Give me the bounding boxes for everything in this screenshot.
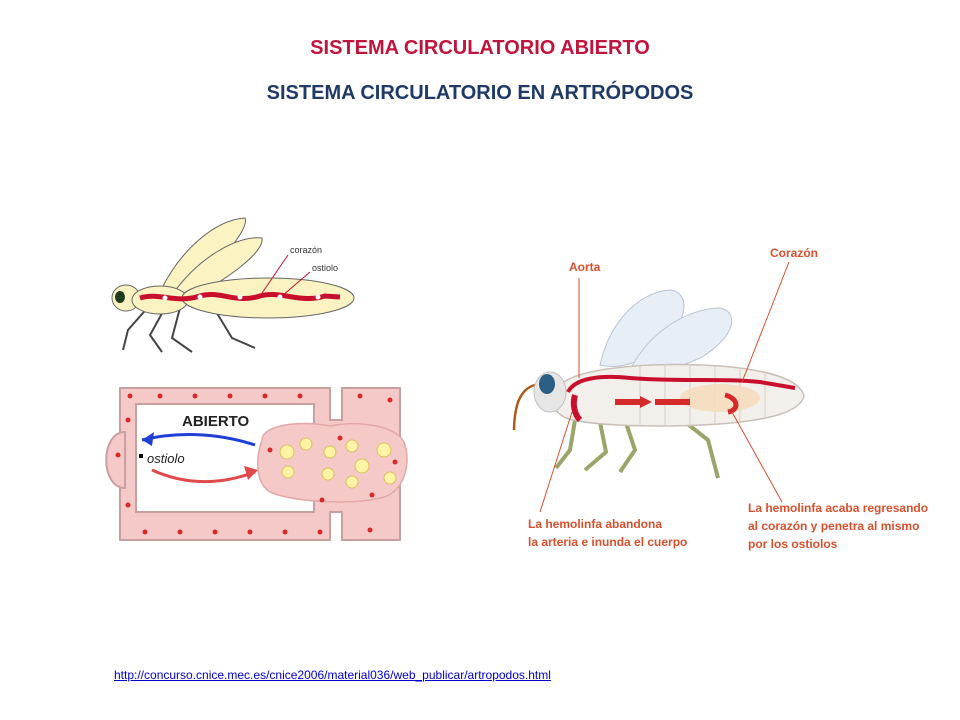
tissue-cell bbox=[281, 465, 295, 479]
insect-eye bbox=[539, 374, 555, 394]
leader-line bbox=[261, 254, 289, 294]
hemolymph-dot bbox=[157, 393, 163, 399]
label-corazon-large: Corazón bbox=[770, 246, 818, 260]
slide-subtitle: SISTEMA CIRCULATORIO EN ARTRÓPODOS bbox=[266, 82, 694, 104]
tissue-cell bbox=[376, 442, 392, 458]
tissue-cell bbox=[354, 458, 370, 474]
hemolymph-dot bbox=[125, 502, 131, 508]
tissue-sinus bbox=[257, 422, 408, 503]
ostiole-dot bbox=[237, 294, 243, 300]
ostiole-dot bbox=[315, 294, 321, 300]
hemolymph-dot bbox=[115, 452, 121, 458]
insect-leg bbox=[554, 419, 577, 470]
arrowhead-red bbox=[244, 466, 258, 480]
heart-bulge bbox=[105, 430, 126, 490]
hemolymph-dot bbox=[262, 393, 268, 399]
caption-right-line1: La hemolinfa acaba regresando bbox=[748, 501, 928, 515]
caption-right-line2: al corazón y penetra al mismo bbox=[748, 519, 919, 533]
leader-line bbox=[281, 271, 311, 297]
hemolymph-dot bbox=[247, 529, 253, 535]
source-link[interactable]: http://concurso.cnice.mec.es/cnice2006/m… bbox=[114, 668, 551, 682]
hemolymph-dot bbox=[357, 393, 363, 399]
hemolymph-dot bbox=[177, 529, 183, 535]
aorta-outflow bbox=[570, 394, 583, 423]
leader-line-right-caption bbox=[731, 411, 783, 503]
insect-leg bbox=[678, 416, 720, 479]
insect-leg bbox=[170, 307, 193, 353]
insect-wing bbox=[599, 289, 685, 367]
leader-line-left-caption bbox=[539, 411, 573, 513]
insect-leg bbox=[583, 421, 609, 472]
hemolymph-dot bbox=[192, 393, 198, 399]
ostiole-dot bbox=[162, 295, 168, 301]
label-aorta: Aorta bbox=[569, 260, 601, 274]
arrowhead-red bbox=[640, 396, 652, 408]
small-insect-diagram: corazón ostiolo bbox=[111, 217, 355, 353]
tissue-cell bbox=[323, 445, 337, 459]
hemolymph-dot bbox=[317, 529, 323, 535]
ostiole-dot bbox=[197, 294, 203, 300]
outflow-arrow bbox=[151, 468, 256, 483]
caption-left-line2: la arteria e inunda el cuerpo bbox=[528, 535, 687, 549]
insect-body bbox=[551, 363, 805, 427]
insect-leg bbox=[618, 419, 638, 474]
hemolymph-dot bbox=[212, 529, 218, 535]
arrowhead-blue bbox=[142, 432, 154, 446]
hemolymph-dot bbox=[227, 393, 233, 399]
insect-leg bbox=[148, 307, 166, 353]
tissue-cell bbox=[345, 475, 359, 489]
hemolymph-dot bbox=[142, 529, 148, 535]
hemolymph-dot bbox=[337, 435, 343, 441]
hemolymph-dot bbox=[392, 459, 398, 465]
tissue-cell bbox=[279, 444, 295, 460]
label-abierto: ABIERTO bbox=[182, 413, 250, 430]
tissue-cell bbox=[299, 437, 313, 451]
label-corazon-small: corazón bbox=[290, 245, 322, 255]
dorsal-heart-tube bbox=[139, 292, 341, 302]
hemolymph-dot bbox=[319, 497, 325, 503]
hemolymph-return-arrow bbox=[724, 392, 739, 415]
hemolymph-dot bbox=[367, 527, 373, 533]
internal-organs bbox=[680, 384, 760, 412]
tissue-cell bbox=[345, 439, 359, 453]
slide-title: SISTEMA CIRCULATORIO ABIERTO bbox=[310, 37, 650, 59]
insect-antenna bbox=[512, 383, 546, 431]
ostiole-dot bbox=[277, 294, 283, 300]
label-ostiolo-small: ostiolo bbox=[312, 263, 338, 273]
hemolymph-dot bbox=[127, 393, 133, 399]
tissue-cell bbox=[321, 467, 335, 481]
hemolymph-dot bbox=[125, 417, 131, 423]
tissue-cell bbox=[383, 471, 397, 485]
caption-right-line3: por los ostiolos bbox=[748, 537, 838, 551]
hemolymph-dot bbox=[267, 447, 273, 453]
caption-left-line1: La hemolinfa abandona bbox=[528, 517, 662, 531]
hemolymph-dot bbox=[387, 397, 393, 403]
insect-eye bbox=[115, 291, 125, 303]
leader-line-heart bbox=[741, 261, 790, 383]
insect-leg bbox=[122, 304, 151, 351]
hemolymph-dot bbox=[282, 529, 288, 535]
hemolymph-dot bbox=[297, 393, 303, 399]
label-ostiolo-schematic: ostiolo bbox=[147, 451, 185, 466]
aorta-heart-vessel bbox=[566, 374, 796, 394]
ostiole-marker bbox=[139, 454, 143, 458]
hemolymph-dot bbox=[369, 492, 375, 498]
insect-leg bbox=[214, 309, 256, 349]
open-system-diagram: ABIERTO ostiolo bbox=[105, 387, 408, 541]
large-insect-diagram: Aorta Corazón La hemolinfa abandona la a… bbox=[512, 246, 928, 551]
